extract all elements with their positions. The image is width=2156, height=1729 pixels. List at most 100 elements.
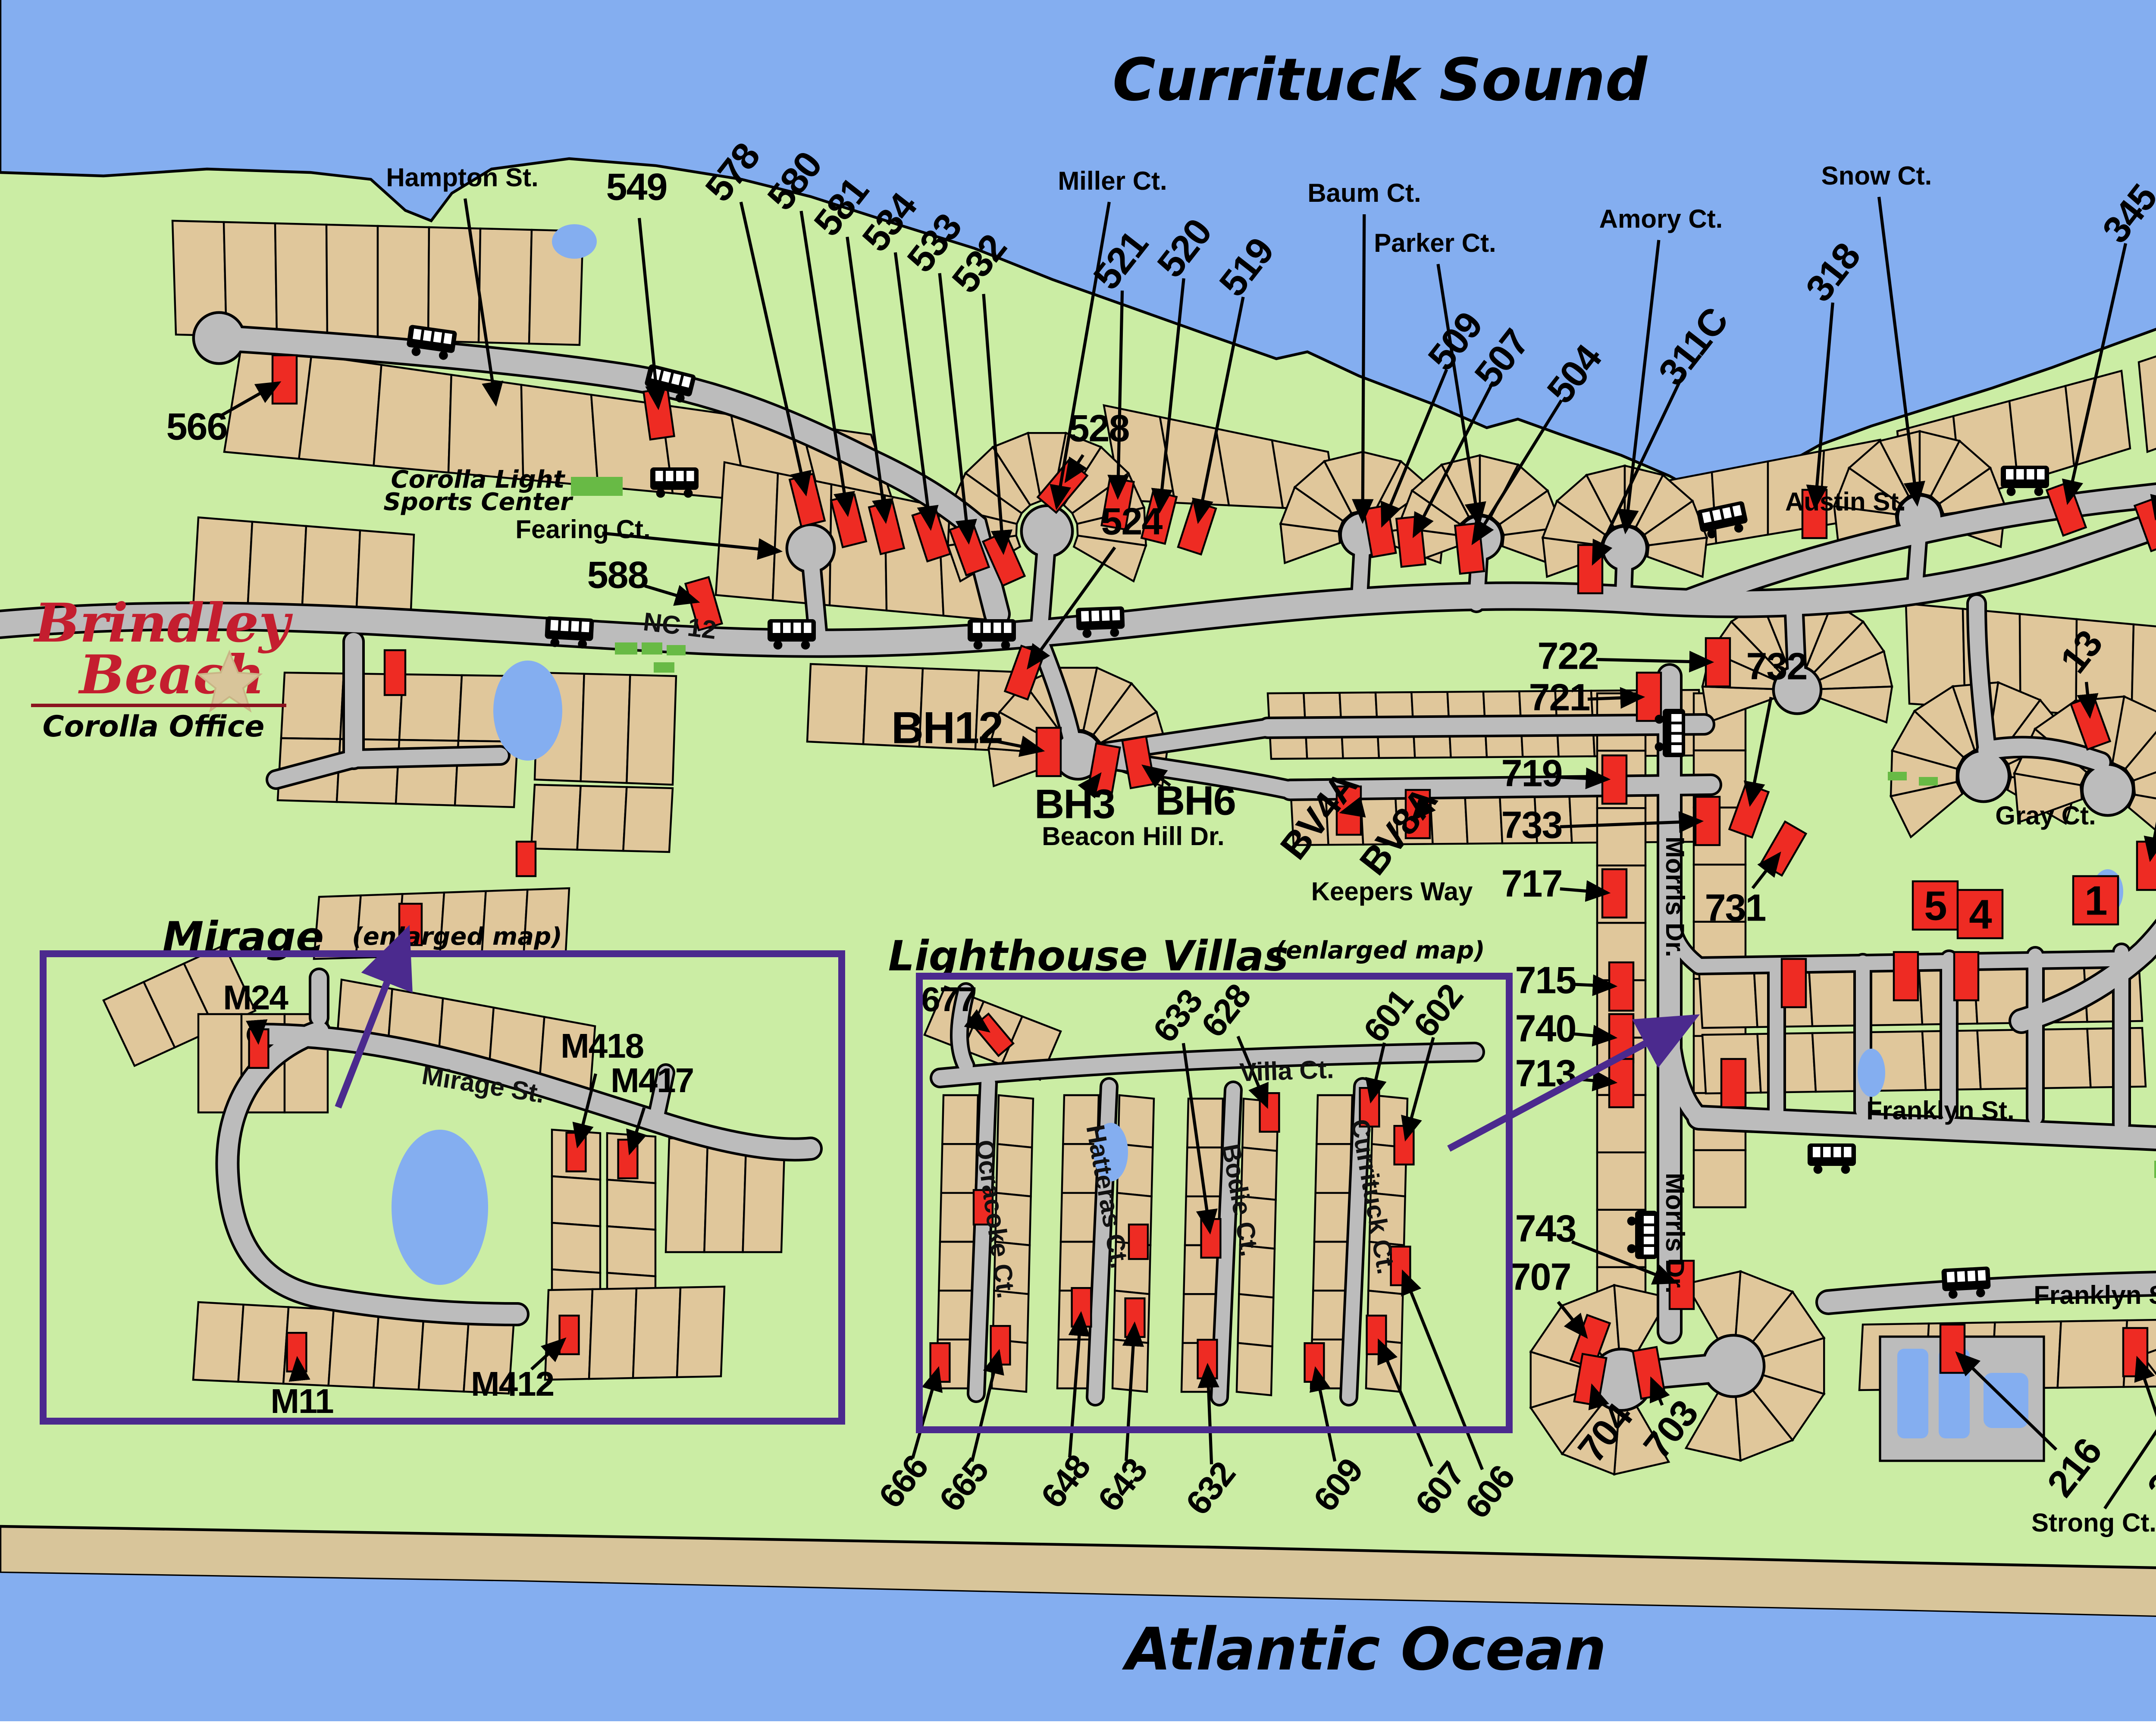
- lot: [1314, 1193, 1350, 1242]
- sports-court: [1919, 777, 1938, 786]
- lot: [1316, 1095, 1352, 1144]
- red-lot: [385, 650, 405, 695]
- map-label-morris-dr--53: Morris Dr.: [1661, 1173, 1689, 1294]
- lot: [623, 787, 673, 852]
- lot: [552, 1176, 600, 1226]
- map-label-bh6-37: BH6: [1155, 777, 1235, 824]
- leader-715: [1574, 984, 1614, 986]
- map-label--enlarged-map--100: (enlarged map): [1275, 937, 1485, 965]
- ocean-title: Atlantic Ocean: [1122, 1616, 1607, 1684]
- map-label-franklyn-st--78: Franklyn St.: [1866, 1096, 2014, 1125]
- lot: [938, 1290, 974, 1339]
- map-label-719-44: 719: [1501, 752, 1562, 794]
- red-lot-217: [2123, 1328, 2147, 1376]
- lot: [581, 674, 630, 783]
- sports-court: [642, 642, 662, 655]
- road: [354, 755, 500, 759]
- map-label-740-48: 740: [1515, 1007, 1576, 1049]
- lot: [942, 1095, 978, 1144]
- map-label-722-42: 722: [1538, 634, 1598, 677]
- lot: [997, 1095, 1033, 1147]
- lot: [275, 223, 327, 338]
- map-label-524-14: 524: [1101, 500, 1163, 542]
- lot: [607, 1180, 655, 1230]
- lot: [1238, 1294, 1274, 1346]
- lot: [299, 355, 381, 466]
- map-label-4-60: 4: [1969, 891, 1992, 937]
- map-label-528-13: 528: [1069, 407, 1129, 449]
- lot: [1597, 1153, 1645, 1210]
- red-lot: [1721, 1059, 1745, 1107]
- lot: [633, 1287, 680, 1378]
- leader-721: [1588, 697, 1642, 699]
- red-lot-BH12: [1037, 728, 1061, 776]
- lot: [193, 1302, 244, 1382]
- sports-court: [1888, 772, 1907, 780]
- lot: [716, 462, 778, 600]
- red-lot: [1782, 959, 1806, 1007]
- lot: [374, 365, 451, 473]
- pond: [1858, 1049, 1885, 1097]
- logo-office: Corolla Office: [43, 710, 265, 744]
- map-label-fearing-ct--18: Fearing Ct.: [515, 515, 650, 544]
- pond: [552, 224, 597, 259]
- map-label-5-59: 5: [1924, 883, 1946, 929]
- map-label-miller-ct--9: Miller Ct.: [1058, 166, 1167, 195]
- cul-de-sac: [1023, 507, 1071, 555]
- lot: [2058, 1320, 2127, 1388]
- lot: [238, 1305, 289, 1384]
- lot: [677, 1287, 724, 1377]
- map-label-villa-ct--104: Villa Ct.: [1239, 1055, 1334, 1087]
- map-label-717-46: 717: [1501, 862, 1562, 905]
- map-label-parker-ct--21: Parker Ct.: [1374, 229, 1496, 257]
- map-label-721-43: 721: [1529, 676, 1590, 718]
- red-lot-566: [273, 355, 297, 404]
- map-label-morris-dr--50: Morris Dr.: [1661, 836, 1689, 957]
- cul-de-sac: [1704, 1337, 1763, 1395]
- cul-de-sac: [195, 314, 243, 362]
- lot: [607, 1226, 655, 1276]
- leader-M11: [298, 1359, 299, 1378]
- cul-de-sac: [1959, 752, 2008, 800]
- lot: [1061, 1193, 1097, 1242]
- map-label-715-47: 715: [1515, 958, 1576, 1001]
- lot: [378, 226, 429, 341]
- red-lot-666: [931, 1343, 950, 1382]
- red-lot-609: [1305, 1343, 1324, 1382]
- red-lot: [517, 842, 536, 876]
- lot: [399, 674, 462, 741]
- map-label-732-56: 732: [1746, 645, 1807, 687]
- red-lot: [1954, 952, 1978, 1000]
- map-label-gray-ct--58: Gray Ct.: [1995, 801, 2096, 830]
- lot: [1699, 968, 1758, 1028]
- lot: [1316, 1144, 1351, 1193]
- map-label-707-52: 707: [1510, 1255, 1571, 1298]
- map-label-1-61: 1: [2084, 877, 2106, 924]
- leader-Baum Ct.: [1363, 214, 1364, 521]
- map-label-566-1: 566: [166, 405, 227, 448]
- map-label-m417-96: M417: [611, 1061, 693, 1099]
- lot: [1758, 1033, 1816, 1093]
- red-lot-M412: [560, 1316, 579, 1354]
- sports-court: [615, 642, 637, 655]
- lot: [666, 1138, 708, 1252]
- lot: [577, 786, 627, 851]
- map-label-bh12-35: BH12: [891, 703, 1003, 753]
- pond: [493, 661, 562, 761]
- map-label--enlarged-map--92: (enlarged map): [352, 923, 562, 951]
- map-label-588-15: 588: [587, 553, 648, 596]
- map-label-549-2: 549: [606, 165, 667, 208]
- lot: [329, 1309, 379, 1388]
- lot: [552, 1223, 600, 1273]
- lot: [627, 675, 676, 785]
- map-label-677-101: 677: [921, 980, 976, 1018]
- map-label-m24-93: M24: [223, 978, 288, 1017]
- map-label-snow-ct--23: Snow Ct.: [1821, 161, 1932, 190]
- red-lot-665: [991, 1326, 1010, 1365]
- leader-719: [1560, 777, 1608, 780]
- lot: [940, 1193, 976, 1242]
- red-lot-602: [1395, 1126, 1414, 1165]
- sports-court: [2154, 1161, 2156, 1178]
